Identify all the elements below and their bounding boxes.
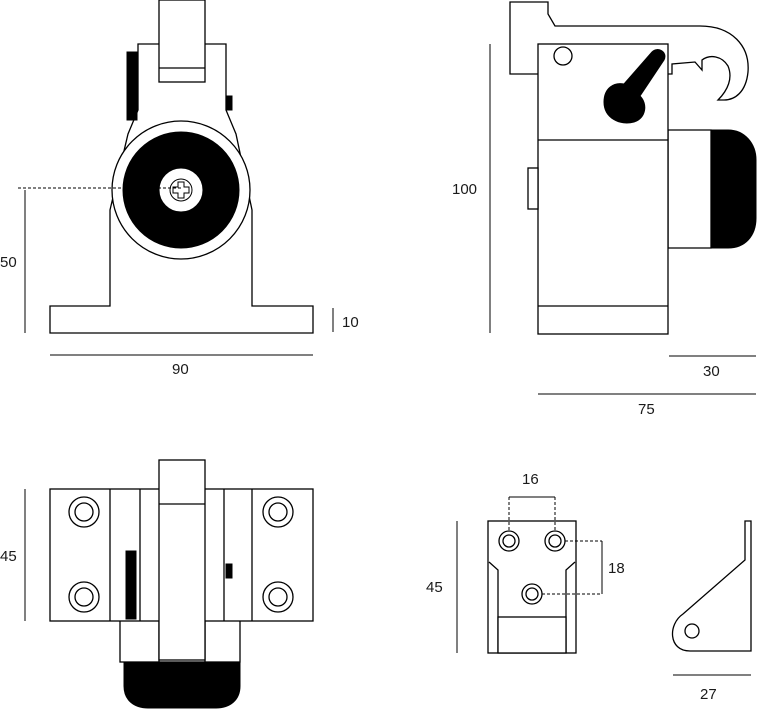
top-side-pin [225, 563, 233, 579]
top-width-dim: 45 [0, 548, 17, 565]
top-side-tab [125, 550, 137, 620]
plate-slot [497, 616, 567, 654]
bracket-view: 27 [671, 520, 752, 703]
side-body [537, 43, 669, 335]
side-rubber-roller [710, 129, 757, 249]
front-view: 50 10 90 [0, 0, 359, 378]
plate-height-dim: 45 [426, 579, 443, 596]
front-height-dim: 50 [0, 254, 17, 271]
top-mount-holes [68, 496, 294, 613]
front-side-pin [225, 95, 233, 111]
top-rubber-roller [123, 659, 241, 709]
side-length-dim: 75 [638, 401, 655, 418]
plate-vertical-spacing-dim: 18 [608, 560, 625, 577]
front-top-lever [158, 0, 206, 83]
plate-hole-spacing-dim: 16 [522, 471, 539, 488]
side-roller-housing [667, 129, 712, 249]
side-depth-dim: 30 [703, 363, 720, 380]
front-base-thickness-dim: 10 [342, 314, 359, 331]
bracket-width-dim: 27 [700, 686, 717, 703]
front-side-tab [126, 51, 138, 121]
top-lever [158, 459, 206, 661]
plate-view: 16 18 45 [426, 471, 625, 654]
side-view: 100 30 75 [452, 1, 757, 418]
bracket-outline [671, 520, 752, 652]
side-rivet [553, 46, 573, 66]
side-height-dim: 100 [452, 181, 477, 198]
side-lever-handle [603, 49, 666, 124]
bracket-hole-icon [684, 623, 700, 639]
cross-screw-icon [172, 181, 190, 199]
front-width-dim: 90 [172, 361, 189, 378]
side-latch-tab [527, 167, 539, 210]
top-view: 45 [0, 459, 314, 709]
